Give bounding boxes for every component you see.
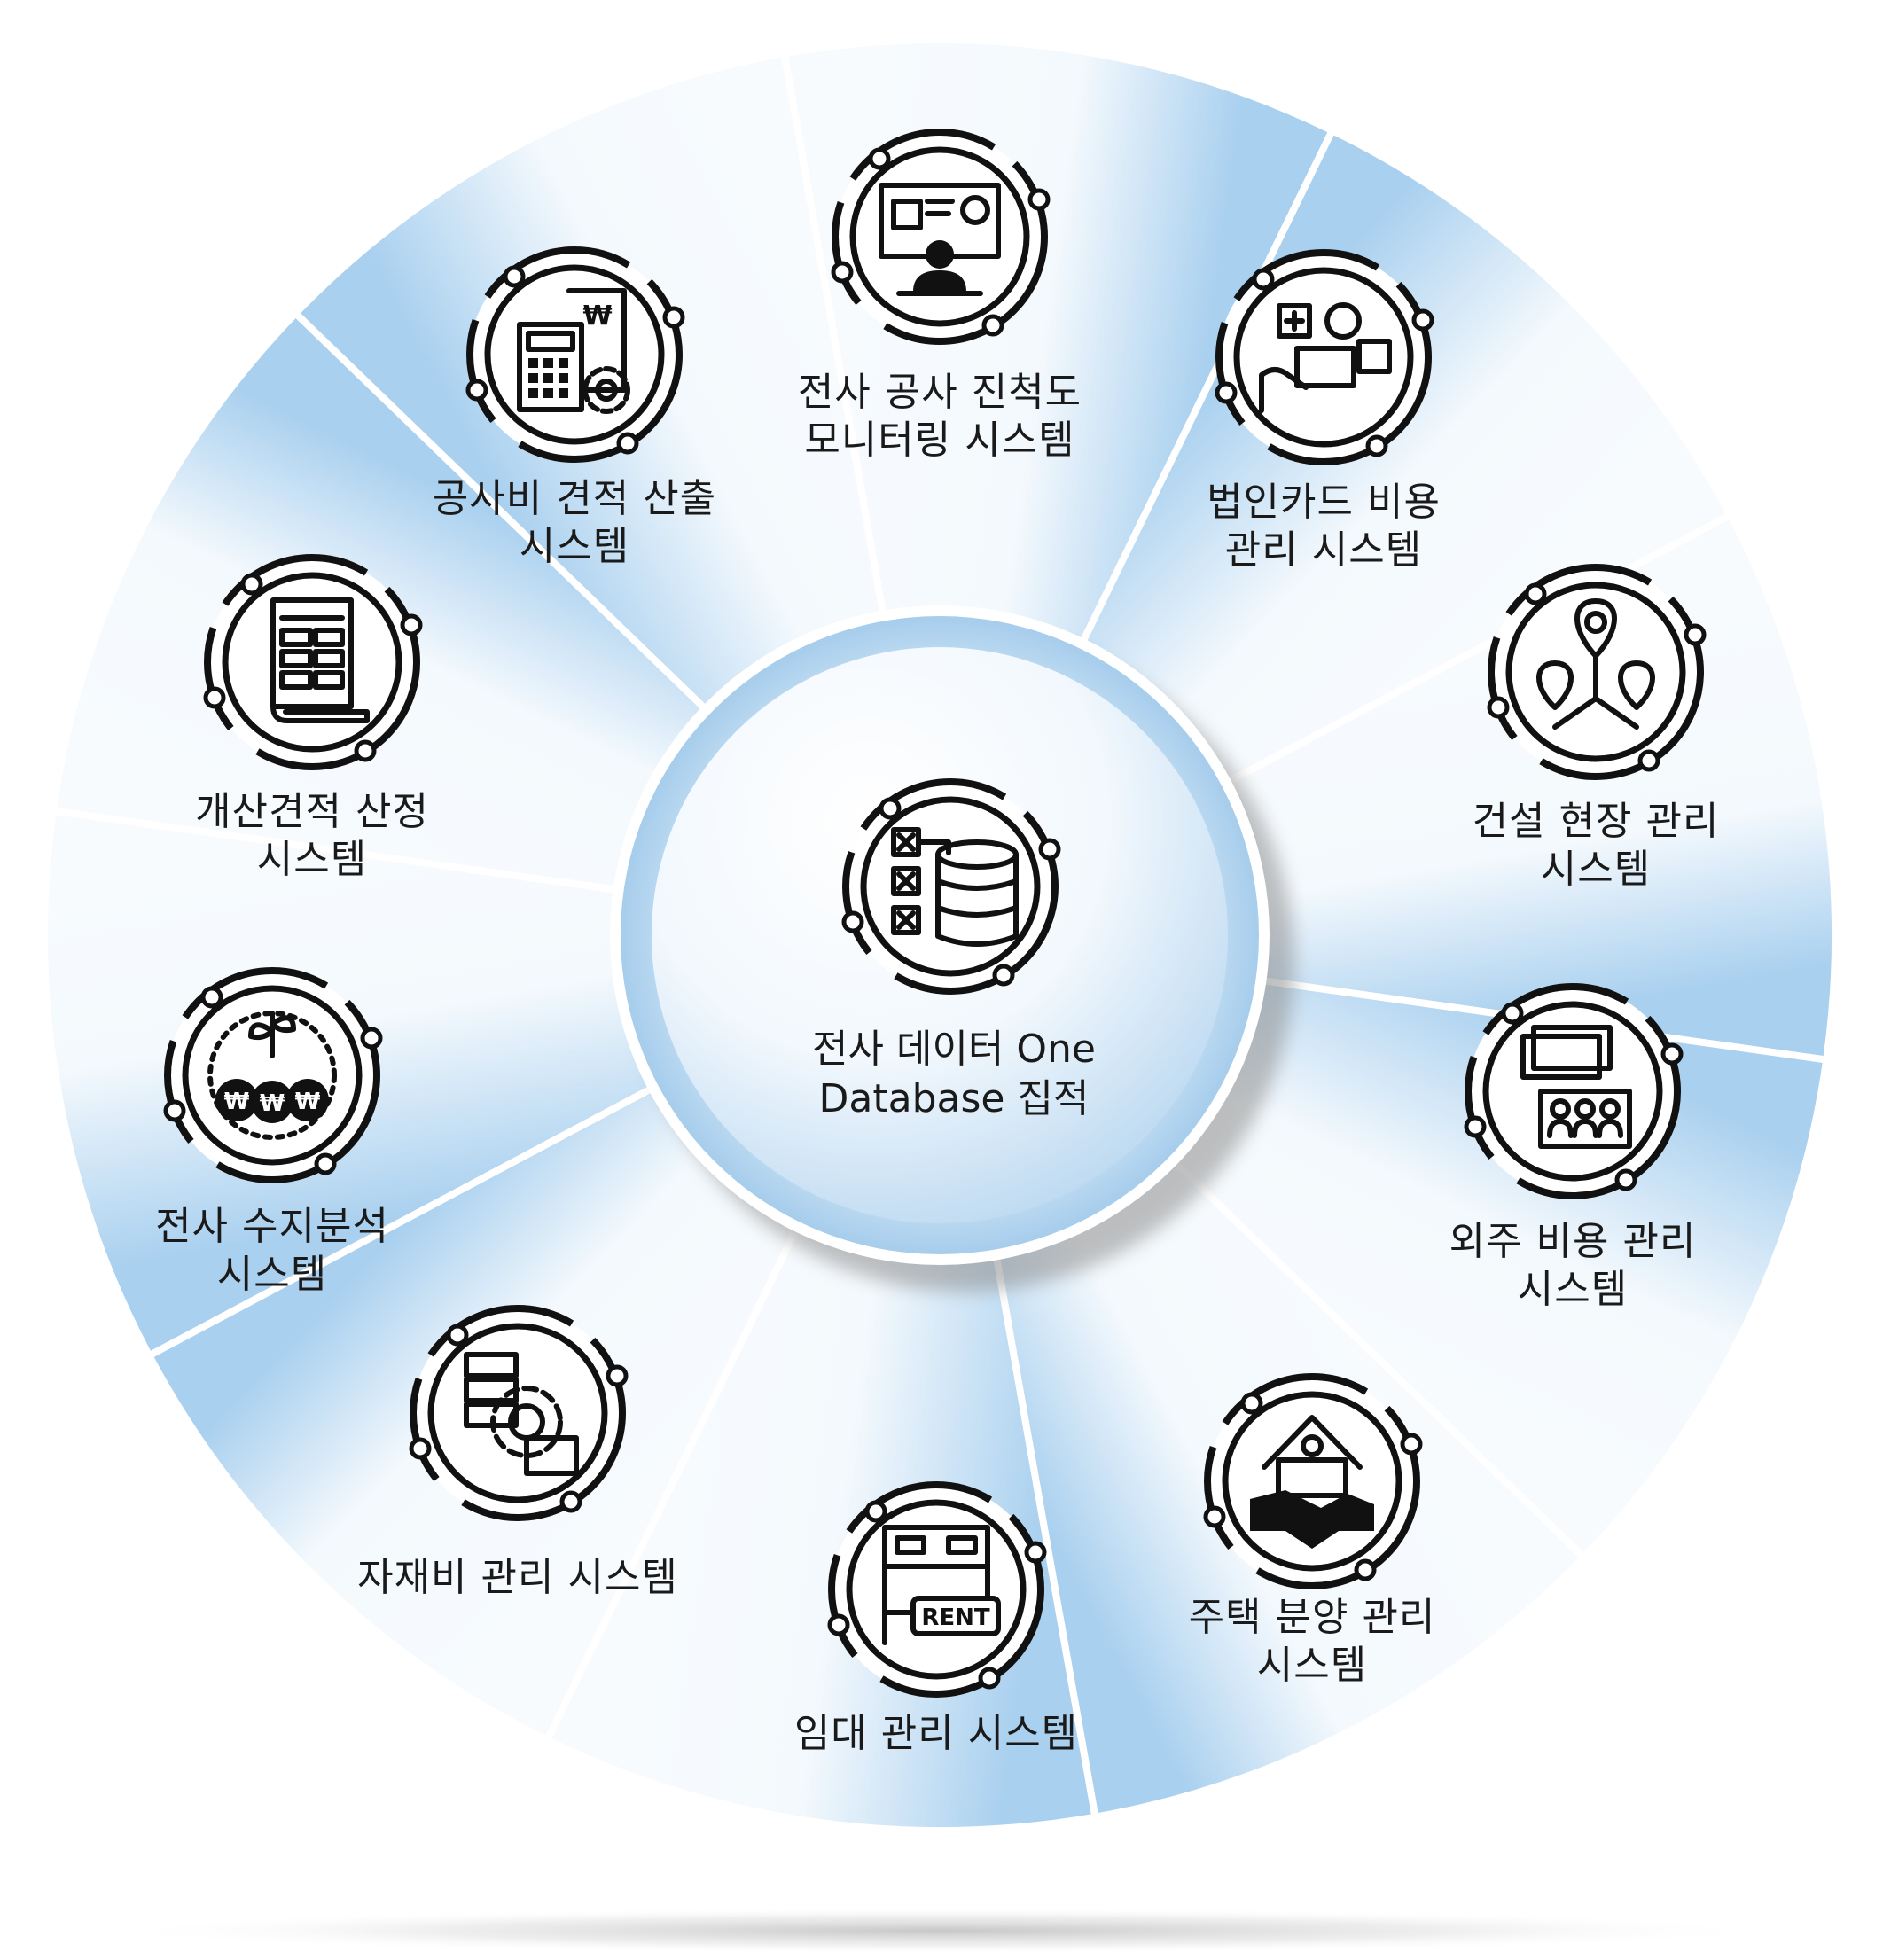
system-label-line1: 주택 분양 관리 — [1188, 1595, 1436, 1640]
database-icon — [891, 827, 1019, 947]
system-label-line2: 관리 시스템 — [1224, 527, 1423, 573]
rent-bed-icon: RENT — [882, 1525, 1001, 1645]
system-label-line1: 전사 수지분석 — [155, 1204, 389, 1249]
system-label-line2: 시스템 — [519, 524, 630, 569]
system-label-line2: 시스템 — [1517, 1267, 1629, 1312]
house-handshake-icon — [1250, 1415, 1374, 1549]
calculator-invoice-icon: ₩ — [517, 288, 630, 414]
system-label-line1: 개산견적 산정 — [195, 789, 429, 834]
corporate-card-icon — [1259, 302, 1392, 413]
won-symbol: ₩ — [582, 301, 612, 332]
system-label-line1: 임대 관리 시스템 — [793, 1711, 1079, 1756]
system-label-line1: 자재비 관리 시스템 — [357, 1555, 678, 1600]
system-label-line2: 시스템 — [1540, 847, 1652, 892]
system-badge-6: RENT — [827, 1481, 1047, 1698]
center-label: 전사 데이터 One Database 집적 — [812, 1025, 1096, 1124]
system-badge-4 — [1464, 983, 1684, 1199]
won-symbol: ₩ — [224, 1089, 250, 1115]
system-label-line1: 전사 공사 진척도 — [797, 370, 1082, 415]
outsourcing-cost-icon — [1520, 1025, 1632, 1149]
presentation-monitor-icon — [879, 183, 1001, 296]
system-badge-9 — [203, 554, 423, 770]
system-badge-2 — [1215, 249, 1434, 465]
material-gear-icon — [464, 1352, 579, 1476]
system-label-line2: 모니터링 시스템 — [804, 418, 1075, 463]
system-label-6: 임대 관리 시스템 — [794, 1710, 1078, 1758]
won-symbol: ₩ — [295, 1089, 321, 1115]
system-label-line2: 시스템 — [216, 1252, 328, 1297]
system-badge-8: ₩ ₩ ₩ — [163, 967, 383, 1183]
system-badge-5 — [1203, 1373, 1423, 1589]
site-locations-icon — [1536, 598, 1655, 730]
system-badge-1 — [831, 129, 1051, 345]
won-symbol: ₩ — [260, 1090, 285, 1117]
system-label-line2: 시스템 — [256, 837, 368, 882]
center-label-line2: Database 집적 — [818, 1076, 1090, 1121]
system-label-line2: 시스템 — [1256, 1643, 1368, 1688]
money-bags-icon: ₩ ₩ ₩ — [207, 1011, 337, 1140]
system-label-line1: 공사비 견적 산출 — [432, 476, 717, 521]
system-badge-3 — [1487, 564, 1707, 780]
estimate-document-icon — [270, 597, 370, 723]
system-label-7: 자재비 관리 시스템 — [357, 1554, 678, 1602]
system-label-line1: 외주 비용 관리 — [1449, 1219, 1697, 1264]
rent-sign-text: RENT — [921, 1605, 990, 1631]
system-badge-7 — [409, 1305, 629, 1521]
center-badge — [841, 778, 1061, 995]
center-label-line1: 전사 데이터 One — [812, 1027, 1096, 1072]
system-label-line1: 법인카드 비용 — [1207, 480, 1441, 525]
system-label-line1: 건설 현장 관리 — [1472, 799, 1720, 844]
system-badge-10: ₩ — [465, 246, 685, 463]
